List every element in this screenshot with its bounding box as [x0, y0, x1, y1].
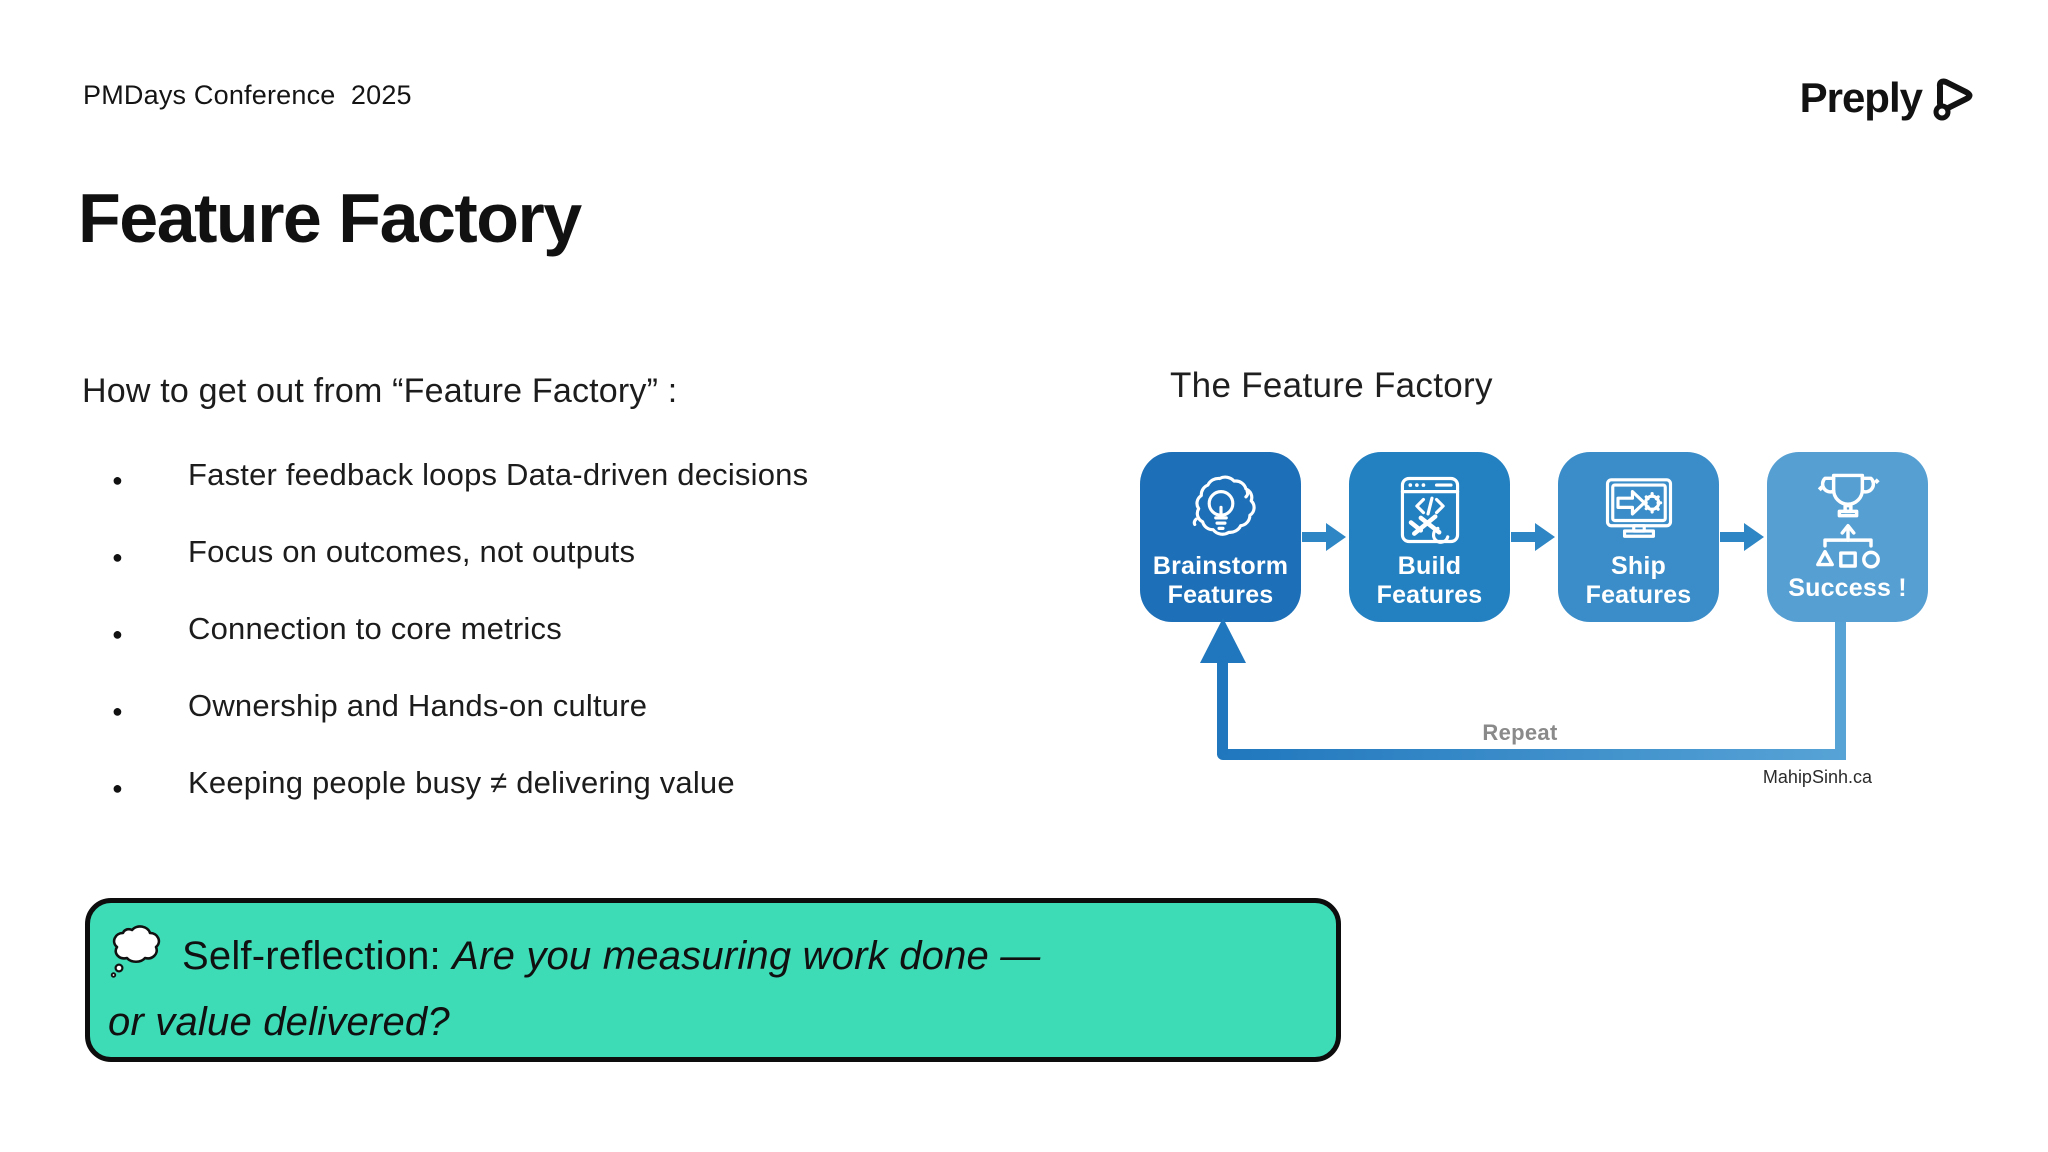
list-item: ● Keeping people busy ≠ delivering value	[82, 767, 1032, 799]
bullet-dot: ●	[112, 547, 124, 567]
step-ship-features: Ship Features	[1558, 452, 1719, 622]
list-item: ● Focus on outcomes, not outputs	[82, 536, 1032, 568]
loop-line-left	[1217, 660, 1228, 755]
flow-arrow-icon	[1719, 520, 1767, 554]
list-item-text: Faster feedback loops Data-driven decisi…	[188, 457, 809, 492]
step-brainstorm-features: Brainstorm Features	[1140, 452, 1301, 622]
brand-name: Preply	[1799, 74, 1923, 121]
repeat-label: Repeat	[1482, 720, 1558, 745]
flow-arrow-icon	[1301, 520, 1349, 554]
step-label: Ship Features	[1585, 552, 1692, 609]
step-label: Brainstorm Features	[1152, 552, 1289, 609]
loop-line-bottom	[1217, 749, 1846, 760]
step-label: Success !	[1788, 574, 1907, 602]
content-list: How to get out from “Feature Factory” : …	[82, 372, 1032, 844]
bullet-dot: ●	[112, 624, 124, 644]
preply-play-icon	[1933, 78, 1973, 121]
list-item-text: Focus on outcomes, not outputs	[188, 534, 636, 569]
build-tools-icon	[1400, 476, 1459, 544]
list-item: ● Ownership and Hands-on culture	[82, 690, 1032, 722]
self-reflection-callout: Self-reflection: Are you measuring work …	[85, 898, 1341, 1062]
trophy-icon	[1815, 473, 1880, 569]
bullet-dot: ●	[112, 470, 124, 490]
callout-question-line2: or value delivered?	[108, 1000, 450, 1044]
list-item: ● Faster feedback loops Data-driven decis…	[82, 459, 1032, 491]
ship-monitor-icon	[1605, 478, 1672, 538]
loop-line-right	[1835, 622, 1846, 760]
callout-prefix: Self-reflection:	[182, 934, 453, 978]
callout-question-line1: Are you measuring work done —	[452, 934, 1041, 978]
loop-arrowhead-icon	[1200, 618, 1246, 663]
list-intro: How to get out from “Feature Factory” :	[82, 372, 678, 410]
diagram-steps: Brainstorm Features	[1140, 452, 1928, 622]
list-item-text: Ownership and Hands-on culture	[188, 688, 648, 723]
step-build-features: Build Features	[1349, 452, 1510, 622]
page-title: Feature Factory	[78, 179, 582, 257]
bullet-dot: ●	[112, 701, 124, 721]
brainstorm-icon	[1192, 475, 1256, 536]
conference-label: PMDays Conference 2025	[83, 80, 412, 110]
flow-arrow-icon	[1510, 520, 1558, 554]
list-item: ● Connection to core metrics	[82, 613, 1032, 645]
diagram-title: The Feature Factory	[1170, 366, 1493, 405]
step-success: Success !	[1767, 452, 1928, 622]
bullet-dot: ●	[112, 778, 124, 798]
brand-logo: Preply	[1800, 72, 1976, 124]
list-item-text: Keeping people busy ≠ delivering value	[188, 765, 735, 800]
bullet-list: ● Faster feedback loops Data-driven decis…	[82, 459, 1032, 799]
diagram-credit: MahipSinh.ca	[1762, 767, 1872, 787]
list-item-text: Connection to core metrics	[188, 611, 562, 646]
step-label: Build Features	[1376, 552, 1483, 609]
thought-bubble-icon	[110, 925, 161, 978]
feature-factory-diagram: The Feature Factory Brainstorm Features	[1130, 360, 1990, 820]
